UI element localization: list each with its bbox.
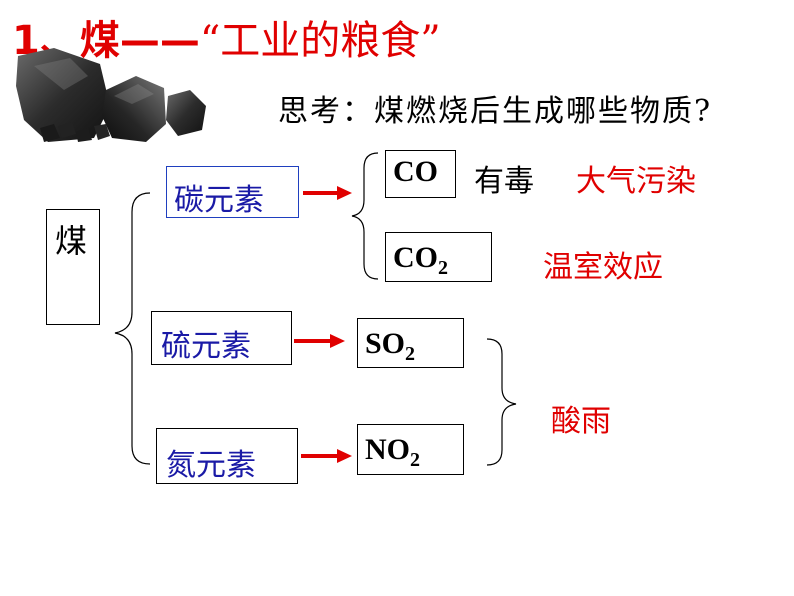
nitrogen-element-label: 氮元素: [166, 448, 256, 483]
co-formula: CO: [393, 155, 438, 188]
question-text: 思考：煤燃烧后生成哪些物质?: [278, 94, 713, 129]
co2-formula: CO2: [393, 241, 448, 279]
nitrogen-element-box: 氮元素: [156, 428, 298, 484]
coal-box: 煤: [46, 209, 100, 325]
carbon-element-box: 碳元素: [166, 166, 299, 218]
coal-label: 煤: [55, 222, 88, 260]
so2-box: SO2: [357, 318, 464, 368]
title-quote: “工业的粮食”: [199, 18, 441, 64]
arrow-carbon: [303, 186, 352, 200]
no2-box: NO2: [357, 424, 464, 475]
slide-title: 1、煤——“工业的粮食”: [12, 8, 441, 66]
sulfur-element-box: 硫元素: [151, 311, 292, 365]
title-main: 煤——: [79, 18, 200, 64]
coal-lumps-image: [14, 46, 214, 146]
no2-formula: NO2: [365, 433, 420, 471]
co2-greenhouse-text: 温室效应: [543, 250, 663, 285]
main-brace: [114, 192, 151, 465]
co2-box: CO2: [385, 232, 492, 282]
arrow-sulfur: [294, 334, 345, 348]
acid-rain-brace: [486, 338, 517, 466]
so2-formula: SO2: [365, 327, 416, 365]
carbon-brace: [351, 152, 379, 280]
sulfur-element-label: 硫元素: [161, 329, 251, 364]
co-box: CO: [385, 150, 456, 198]
arrow-nitrogen: [301, 449, 352, 463]
acid-rain-text: 酸雨: [551, 404, 611, 439]
co-pollution-text: 大气污染: [576, 164, 696, 199]
co-toxic-text: 有毒: [474, 164, 534, 199]
carbon-element-label: 碳元素: [174, 183, 264, 218]
